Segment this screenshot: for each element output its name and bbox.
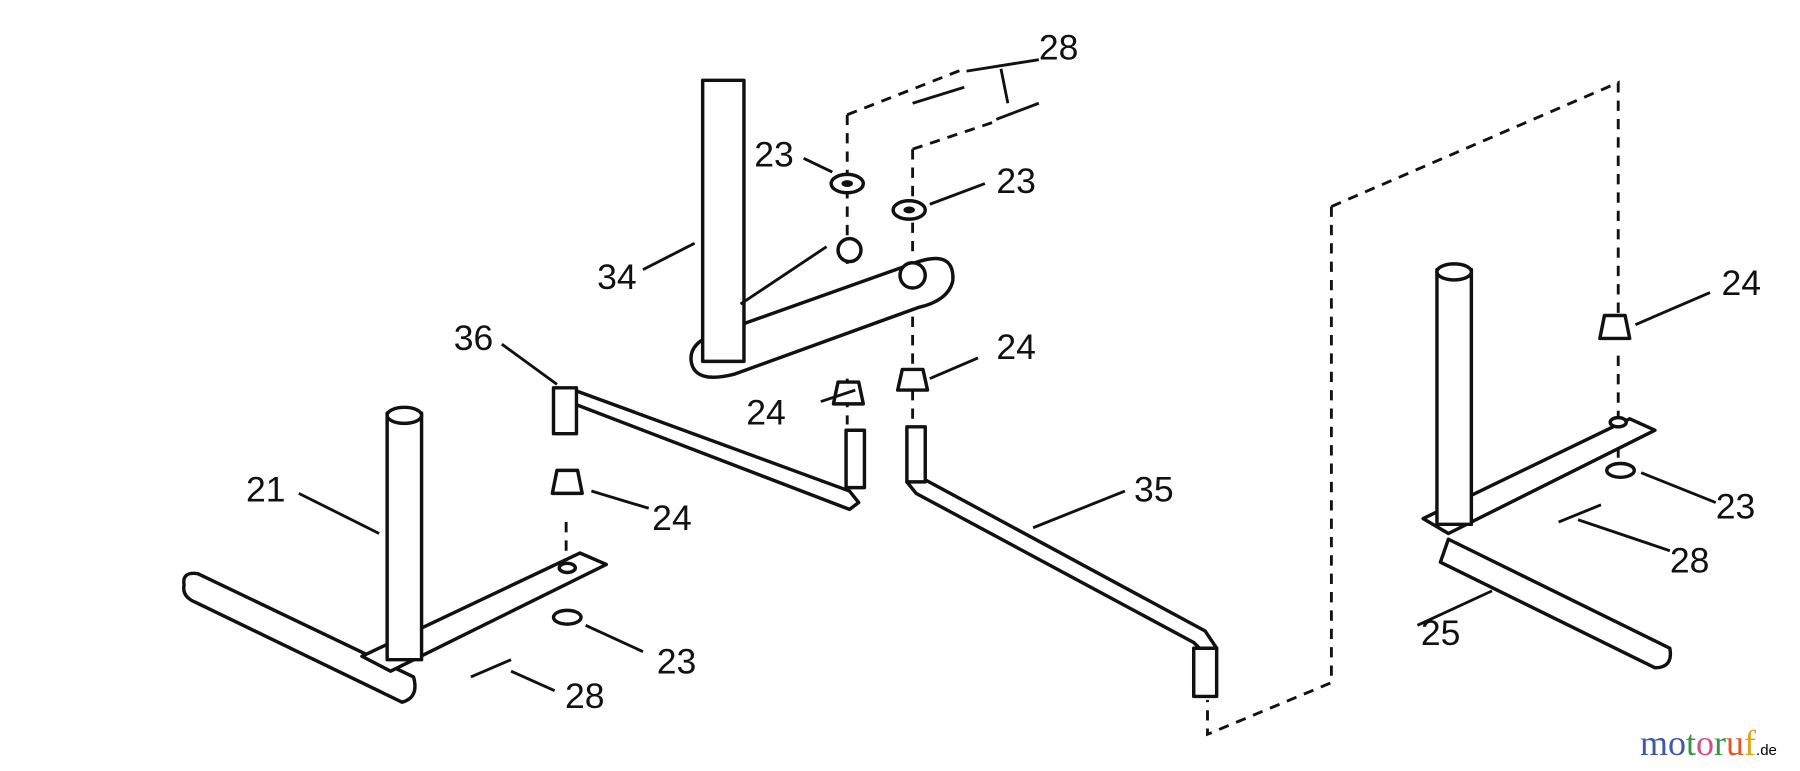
label-23-c: 23 [1716,487,1756,527]
label-21: 21 [246,469,286,509]
watermark-letter: o [1668,723,1687,763]
watermark-suffix: .de [1756,742,1777,759]
label-23-b: 23 [996,161,1036,201]
label-35: 35 [1134,469,1174,509]
label-24-c: 24 [1721,263,1761,303]
watermark-letter: r [1714,723,1727,763]
label-28-left: 28 [565,676,605,716]
watermark-letter: u [1726,723,1745,763]
steering-post-34 [689,78,955,379]
watermark-letter: t [1686,723,1697,763]
label-24-b: 24 [996,327,1036,367]
watermark-letter: m [1640,723,1669,763]
label-28-top: 28 [1039,28,1079,68]
watermark-logo: motoruf.de [1640,722,1777,764]
label-28-right: 28 [1670,541,1710,581]
leader-lines [298,157,1717,692]
callout-labels: 28 23 23 34 36 24 24 24 21 24 35 23 28 2… [246,28,1761,716]
label-24-d: 24 [652,498,692,538]
drag-link-36 [551,386,867,512]
cotter-pins-28-top [912,58,1040,121]
label-24-a: 24 [746,393,786,433]
label-25: 25 [1421,613,1461,653]
watermark-text: motoruf [1640,723,1756,763]
label-23-d: 23 [657,641,697,681]
watermark-letter: o [1696,723,1715,763]
spindle-25 [1421,262,1673,670]
label-34: 34 [597,257,637,297]
label-23-a: 23 [754,134,794,174]
spindle-21 [182,405,609,704]
tie-rod-35 [905,425,1219,699]
watermark-letter: f [1744,723,1757,763]
washers-23-top [829,172,927,221]
label-36: 36 [454,318,494,358]
